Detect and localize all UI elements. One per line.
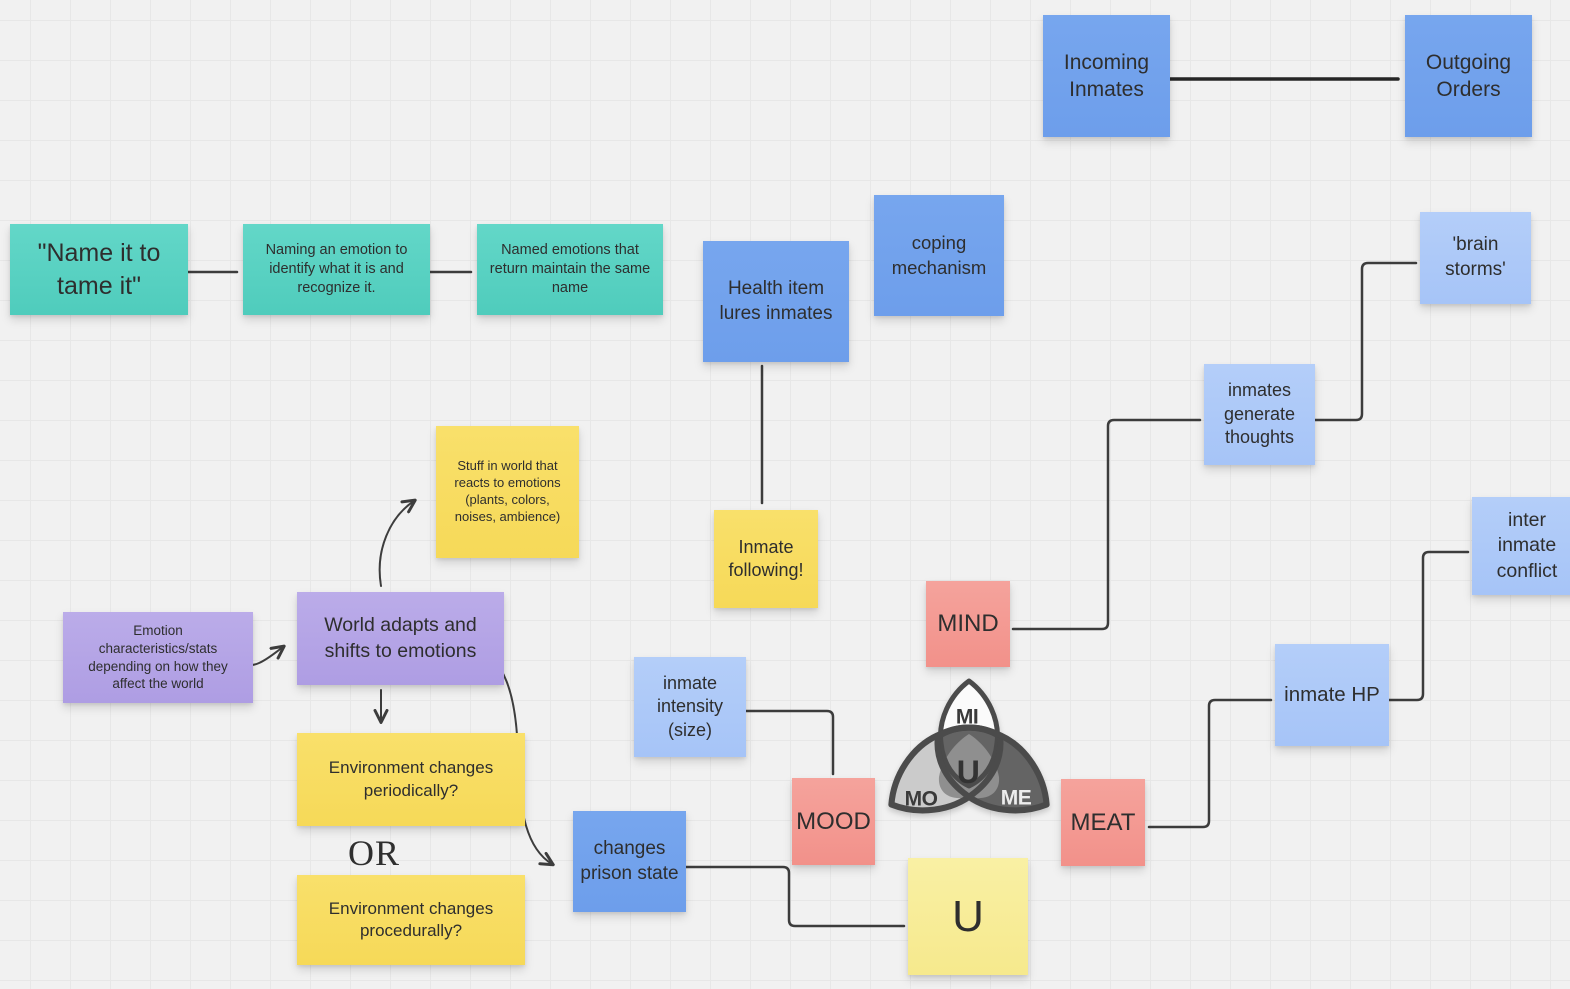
note-text: 'brain storms' [1445,234,1506,280]
note-text: Emotion characteristics/stats depending … [88,623,228,692]
connector-inmatehp-interconflict[interactable] [1375,550,1470,702]
sticky-note-stuff-in-world[interactable]: Stuff in world that reacts to emotions (… [436,426,579,558]
sticky-note-emotion-characteristics[interactable]: Emotion characteristics/stats depending … [63,612,253,703]
sticky-note-inmate-intensity[interactable]: inmate intensity (size) [634,657,746,757]
note-text: "Name it to tame it" [37,239,161,300]
note-text: Outgoing Orders [1425,50,1512,101]
sticky-note-name-it-to-tame-it[interactable]: "Name it to tame it" [10,224,188,315]
connector-mind-inmatesgenerate[interactable] [1011,418,1202,631]
connector-intensity-mood[interactable] [735,709,835,776]
note-text: inmate HP [1284,682,1380,706]
sticky-note-incoming-inmates[interactable]: Incoming Inmates [1043,15,1170,137]
sticky-note-inmate-hp[interactable]: inmate HP [1275,644,1389,746]
note-text: coping mechanism [891,232,987,278]
venn-trefoil-image[interactable]: MI MO ME U [885,675,1053,837]
note-text: U [952,891,984,941]
note-text: Naming an emotion to identify what it is… [265,242,408,296]
note-text: changes prison state [580,837,679,884]
sticky-note-named-emotions[interactable]: Named emotions that return maintain the … [477,224,663,315]
note-text: Named emotions that return maintain the … [489,242,651,296]
note-text: MOOD [796,807,871,835]
venn-label-u: U [957,754,980,790]
note-text: Health item lures inmates [719,277,833,324]
sticky-note-meat[interactable]: MEAT [1061,779,1145,866]
note-text: inmates generate thoughts [1223,380,1296,448]
note-text: Environment changes procedurally? [328,898,494,940]
sticky-note-inter-inmate-conflict[interactable]: inter inmate conflict [1472,497,1570,595]
sticky-note-env-periodically[interactable]: Environment changes periodically? [297,733,525,826]
or-text[interactable]: OR [347,833,400,873]
sticky-note-env-procedurally[interactable]: Environment changes procedurally? [297,875,525,965]
sticky-note-changes-prison-state[interactable]: changes prison state [573,811,686,912]
venn-label-mo: MO [905,788,938,811]
note-text: Incoming Inmates [1063,50,1150,101]
sticky-note-inmate-following[interactable]: Inmate following! [714,510,818,608]
sticky-note-coping-mechanism[interactable]: coping mechanism [874,195,1004,316]
venn-label-me: ME [1001,787,1032,810]
note-text: inmate intensity (size) [656,672,724,740]
sticky-note-mood[interactable]: MOOD [792,778,875,865]
sticky-note-naming-an-emotion[interactable]: Naming an emotion to identify what it is… [243,224,430,315]
note-text: inter inmate conflict [1496,508,1558,582]
sticky-note-world-adapts[interactable]: World adapts and shifts to emotions [297,592,504,685]
sticky-note-health-item-lures[interactable]: Health item lures inmates [703,241,849,362]
connector-inmatesgenerate-brainstorms[interactable] [1304,261,1418,422]
note-text: Inmate following! [728,536,804,580]
connector-changesprison-u[interactable] [674,865,906,928]
sticky-note-u[interactable]: U [908,858,1028,975]
arrow-worldadapts-stuffworld[interactable] [378,498,417,587]
note-text: Stuff in world that reacts to emotions (… [454,458,561,524]
sticky-note-mind[interactable]: MIND [926,581,1010,667]
note-text: MIND [937,610,999,638]
sticky-note-brain-storms[interactable]: 'brain storms' [1420,212,1531,304]
sticky-note-outgoing-orders[interactable]: Outgoing Orders [1405,15,1532,137]
sticky-note-inmates-generate-thoughts[interactable]: inmates generate thoughts [1204,364,1315,465]
note-text: MEAT [1070,808,1136,836]
note-text: Environment changes periodically? [328,758,494,800]
venn-petal-outlines [888,678,1050,814]
connector-meat-inmatehp[interactable] [1147,698,1273,829]
note-text: World adapts and shifts to emotions [324,614,477,662]
venn-label-mi: MI [956,706,978,729]
